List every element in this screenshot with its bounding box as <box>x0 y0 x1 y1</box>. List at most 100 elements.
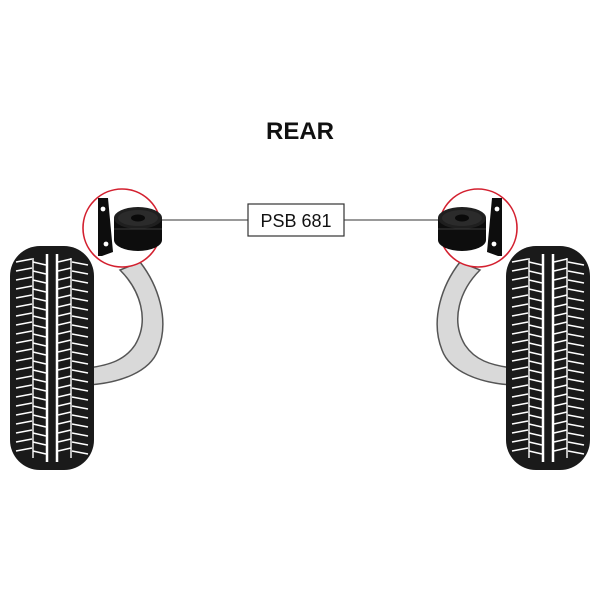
tread-mark <box>553 393 568 398</box>
right-tyre <box>506 246 590 470</box>
tread-mark <box>32 405 47 410</box>
tread-mark <box>15 348 33 353</box>
tread-mark <box>57 330 72 335</box>
tread-mark <box>57 357 72 362</box>
tread-mark <box>567 450 585 455</box>
tread-mark <box>511 447 529 452</box>
tread-mark <box>15 267 33 272</box>
tread-mark <box>567 333 585 338</box>
tread-mark <box>32 324 47 329</box>
tread-mark <box>528 441 543 446</box>
tread-mark <box>15 258 33 263</box>
tread-mark <box>511 420 529 425</box>
tread-mark <box>511 393 529 398</box>
tread-mark <box>567 351 585 356</box>
tread-mark <box>511 366 529 371</box>
tread-mark <box>71 333 89 338</box>
tread-mark <box>71 369 89 374</box>
tread-mark <box>511 375 529 380</box>
tread-mark <box>553 411 568 416</box>
tread-mark <box>57 411 72 416</box>
tread-mark <box>32 450 47 455</box>
tread-mark <box>71 405 89 410</box>
tread-mark <box>528 396 543 401</box>
tread-mark <box>32 306 47 311</box>
tread-mark <box>32 261 47 266</box>
tread-mark <box>511 357 529 362</box>
tread-mark <box>15 447 33 452</box>
part-label-box <box>247 203 345 237</box>
tread-mark <box>528 351 543 356</box>
tread-mark <box>528 279 543 284</box>
tread-mark <box>567 414 585 419</box>
left-bush-with-bracket <box>98 198 162 256</box>
tread-mark <box>511 384 529 389</box>
tread-mark <box>71 342 89 347</box>
tread-mark <box>553 258 568 263</box>
tread-mark <box>567 441 585 446</box>
tread-mark <box>71 387 89 392</box>
tread-mark <box>567 387 585 392</box>
tread-mark <box>57 348 72 353</box>
tread-mark <box>71 351 89 356</box>
tread-mark <box>71 360 89 365</box>
tread-mark <box>567 297 585 302</box>
tread-mark <box>57 384 72 389</box>
tread-mark <box>528 306 543 311</box>
tread-mark <box>32 441 47 446</box>
tread-mark <box>553 330 568 335</box>
tread-mark <box>71 279 89 284</box>
tread-mark <box>32 369 47 374</box>
tread-mark <box>528 387 543 392</box>
tread-mark <box>57 312 72 317</box>
tread-mark <box>553 294 568 299</box>
tread-mark <box>57 276 72 281</box>
tread-mark <box>553 303 568 308</box>
tread-mark <box>71 315 89 320</box>
tread-mark <box>567 306 585 311</box>
tread-mark <box>71 450 89 455</box>
tread-mark <box>15 393 33 398</box>
tread-mark <box>511 312 529 317</box>
tread-mark <box>57 267 72 272</box>
tread-mark <box>511 267 529 272</box>
tread-mark <box>567 432 585 437</box>
tread-mark <box>57 321 72 326</box>
tread-mark <box>528 360 543 365</box>
tread-mark <box>528 450 543 455</box>
tread-mark <box>567 270 585 275</box>
tread-mark <box>32 432 47 437</box>
tread-mark <box>32 342 47 347</box>
tread-mark <box>32 396 47 401</box>
tread-mark <box>528 342 543 347</box>
tread-mark <box>15 420 33 425</box>
tread-mark <box>15 438 33 443</box>
tread-mark <box>528 315 543 320</box>
tread-mark <box>511 429 529 434</box>
left-tyre <box>10 246 94 470</box>
tread-mark <box>553 357 568 362</box>
tread-mark <box>528 333 543 338</box>
tread-mark <box>528 423 543 428</box>
tread-mark <box>567 261 585 266</box>
tread-mark <box>71 261 89 266</box>
tread-mark <box>15 303 33 308</box>
tread-mark <box>567 342 585 347</box>
tread-mark <box>511 348 529 353</box>
tread-mark <box>32 423 47 428</box>
tread-mark <box>511 339 529 344</box>
tread-mark <box>528 378 543 383</box>
tread-mark <box>567 396 585 401</box>
tread-mark <box>511 438 529 443</box>
tread-mark <box>553 366 568 371</box>
tread-mark <box>32 387 47 392</box>
tread-mark <box>32 315 47 320</box>
tread-mark <box>511 411 529 416</box>
tread-mark <box>553 339 568 344</box>
tread-mark <box>15 384 33 389</box>
tread-mark <box>567 369 585 374</box>
tread-mark <box>71 396 89 401</box>
tread-mark <box>567 378 585 383</box>
tread-mark <box>553 285 568 290</box>
